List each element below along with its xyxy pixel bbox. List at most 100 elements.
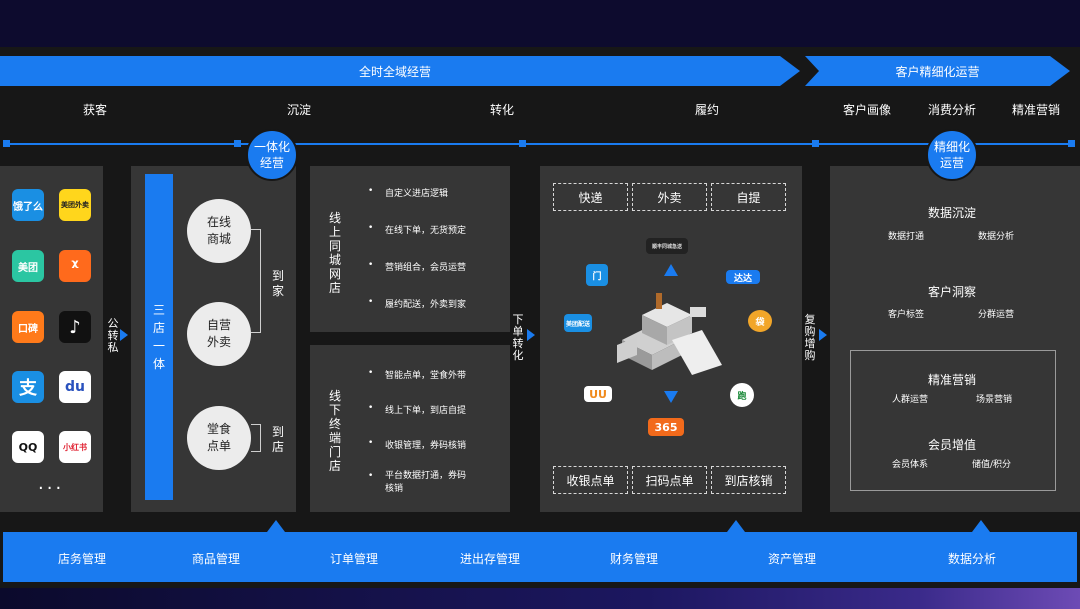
bubble-integration: 一体化 经营 [246,129,298,181]
alipay-app-icon: 支 [12,371,44,403]
offline-item: 智能点单，堂食外带 [368,368,472,381]
fulfill-verify: 到店核销 [711,466,786,494]
label-public-to-private: 公转私 [107,317,119,354]
three-stores-bar: 三店一体 [145,174,173,500]
flow-arrow-2 [527,329,535,341]
bracket-to-home [251,229,261,333]
flow-arrow-1 [120,329,128,341]
data-sec4-item: 会员体系 [892,460,929,470]
bubble-refined-line2: 运营 [939,156,964,170]
circle-dine-in: 堂食点单 [187,406,251,470]
down-arrow-icon [664,391,678,403]
timeline-dot [812,140,819,147]
offline-store-title: 线下终端门店 [328,389,341,473]
timeline [5,143,1075,145]
stage-convert: 转化 [490,103,515,117]
bottom-item-inventory: 进出存管理 [460,552,521,566]
online-item: 自定义进店逻辑 [368,186,466,199]
bottom-item-products: 商品管理 [192,552,241,566]
baidu-app-icon: du [59,371,91,403]
stage-consumption: 消费分析 [928,103,977,117]
dianping-app-icon: ᵡ [59,250,91,282]
offline-item: 平台数据打通，券码核销 [368,470,472,496]
bottom-management-bar [3,532,1077,582]
stage-retain: 沉淀 [287,103,312,117]
offline-item: 收银管理，券码核销 [368,438,472,451]
self-delivery-label: 自营外卖 [206,318,231,349]
data-sec2-item: 分群运营 [978,310,1015,320]
delivery-logo-icon: 门 [586,264,608,286]
stage-fulfill: 履约 [695,103,720,117]
offline-item: 线上下单，到店自提 [368,403,472,416]
bottom-item-assets: 资产管理 [768,552,817,566]
arrow-customer-ops: 客户精细化运营 [805,56,1070,86]
data-sec2-title: 客户洞察 [928,285,977,299]
label-order-convert: 下单转化 [512,313,524,362]
uu-logo-icon: UU [584,386,612,402]
precision-member-box [850,350,1056,491]
data-sec1-item: 数据打通 [888,232,925,242]
bottom-glow [0,588,1080,609]
stage-acquire: 获客 [83,103,108,117]
koubei-app-icon: 口碑 [12,311,44,343]
fulfill-cashier: 收银点单 [553,466,628,494]
meituan-app-icon: 美团 [12,250,44,282]
qq-app-icon: QQ [12,431,44,463]
bubble-refined-line1: 精细化 [933,140,970,154]
arrow-full-domain: 全时全域经营 [0,56,800,86]
flow-arrow-3 [819,329,827,341]
bottom-pointer [267,520,285,532]
bottom-item-store-affairs: 店务管理 [58,552,107,566]
circle-online-mall: 在线商城 [187,199,251,263]
meituan-delivery-logo-icon: 美团配送 [564,314,592,332]
data-sec1-item: 数据分析 [978,232,1015,242]
data-sec2-item: 客户标签 [888,310,925,320]
kangaroo-logo-icon: 袋 [748,310,772,332]
fulfill-delivery: 外卖 [632,183,707,211]
eleme-app-icon: 饿了么 [12,189,44,221]
data-sec1-title: 数据沉淀 [928,206,977,220]
data-sec4-title: 会员增值 [928,438,977,452]
up-arrow-icon [664,264,678,276]
timeline-dot [234,140,241,147]
fulfill-express: 快递 [553,183,628,211]
bottom-pointer [727,520,745,532]
three-stores-label: 三店一体 [152,303,165,371]
fulfill-pickup: 自提 [711,183,786,211]
arrow-full-domain-label: 全时全域经营 [358,64,431,79]
label-to-store: 到店 [271,425,284,454]
timeline-dot [1068,140,1075,147]
more-apps-ellipsis: ··· [38,478,65,499]
label-to-home: 到家 [271,269,284,298]
timeline-dot [3,140,10,147]
arrow-customer-ops-label: 客户精细化运营 [895,64,980,79]
bottom-item-orders: 订单管理 [330,552,379,566]
data-sec3-title: 精准营销 [928,373,977,387]
meituan-waimai-app-icon: 美团外卖 [59,189,91,221]
bottom-item-finance: 财务管理 [610,552,659,566]
logistics-illustration-icon [617,293,722,375]
online-item: 营销组合，会员运营 [368,260,466,273]
data-sec3-item: 人群运营 [892,395,929,405]
panel-data [830,166,1080,512]
bubble-refined: 精细化 运营 [926,129,978,181]
data-sec3-item: 场景营销 [976,395,1013,405]
online-store-title: 线上同城网店 [328,211,341,295]
data-sec4-item: 储值/积分 [972,460,1012,470]
bracket-to-store [251,424,261,452]
stage-precision: 精准营销 [1012,103,1061,117]
dine-in-label: 堂食点单 [206,422,231,453]
douyin-app-icon: ♪ [59,311,91,343]
online-item: 在线下单，无货预定 [368,223,466,236]
sf-logo-icon: 顺丰同城急送 [646,238,688,254]
online-item: 履约配送，外卖到家 [368,297,466,310]
bottom-pointer [972,520,990,532]
bubble-integration-line2: 经营 [259,156,284,170]
365-logo-icon: 365 [648,418,684,436]
timeline-dot [519,140,526,147]
fulfill-scan-order: 扫码点单 [632,466,707,494]
runner-logo-icon: 跑 [730,383,754,407]
online-mall-label: 在线商城 [206,215,231,246]
stage-persona: 客户画像 [843,103,892,117]
offline-list: 智能点单，堂食外带 线上下单，到店自提 收银管理，券码核销 平台数据打通，券码核… [368,368,472,496]
